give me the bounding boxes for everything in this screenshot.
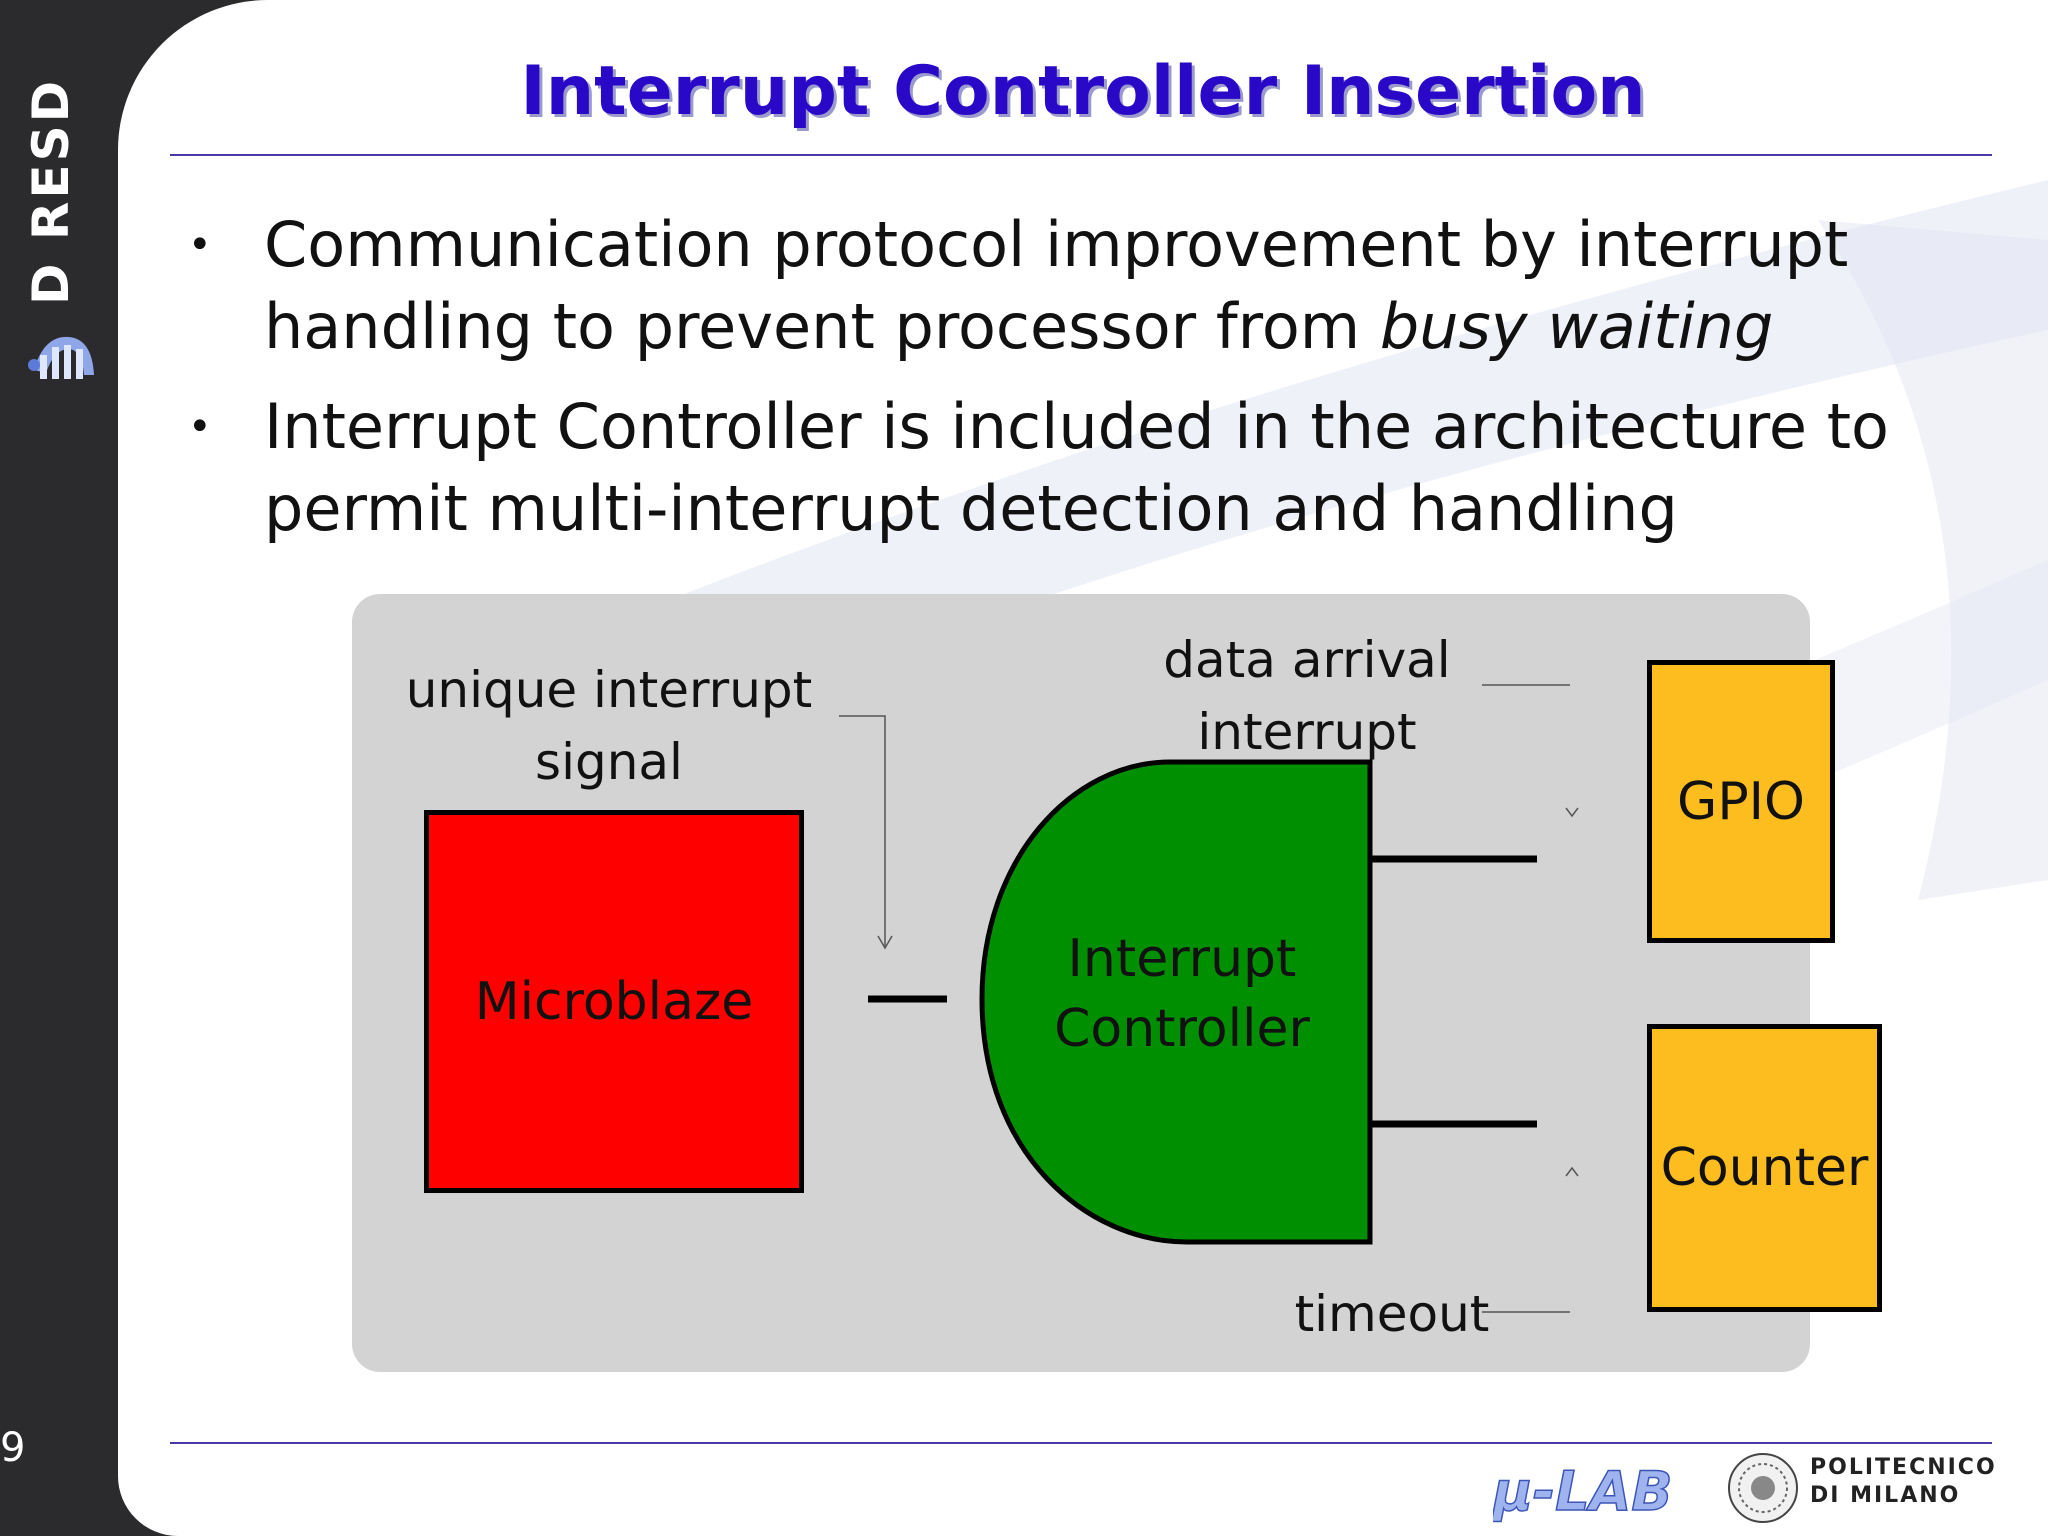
footer-divider	[170, 1442, 1992, 1444]
data-arrival-label: data arrival interrupt	[1152, 624, 1462, 768]
microblaze-block: Microblaze	[424, 810, 804, 1193]
mu-lab-logo: μ-LAB	[1493, 1459, 1673, 1524]
politecnico-name-line: DI MILANO	[1810, 1483, 1961, 1508]
gpio-block: GPIO	[1647, 660, 1835, 943]
dresd-emblem-icon	[28, 336, 94, 379]
unique-signal-label-line: unique interrupt	[405, 661, 813, 719]
bullet-text: Interrupt Controller is included in the …	[264, 390, 1889, 545]
politecnico-seal-icon	[1728, 1453, 1798, 1523]
diagram-connections	[839, 684, 1579, 1313]
counter-block: Counter	[1647, 1024, 1882, 1312]
politecnico-name-line: POLITECNICO	[1810, 1455, 1997, 1480]
signal-pointer	[839, 715, 886, 946]
bullet-dot-icon: •	[188, 222, 212, 268]
sidebar: D RESD 9	[0, 0, 120, 1536]
bullet-dot-icon: •	[188, 404, 212, 450]
interrupt-controller-shape	[979, 759, 1373, 1245]
dresd-logo-text: D RESD	[22, 77, 80, 305]
timeout-label: timeout	[1294, 1285, 1490, 1343]
bullet-item: • Interrupt Controller is included in th…	[188, 386, 2048, 550]
signal-arrow-icon	[877, 935, 893, 950]
bullet-text: Communication protocol improvement by in…	[264, 208, 1849, 363]
slide: Interrupt Controller Insertion • Communi…	[118, 0, 2048, 1536]
svg-text:μ-LAB: μ-LAB	[1493, 1460, 1673, 1523]
bullet-item: • Communication protocol improvement by …	[188, 204, 2048, 368]
title-divider	[170, 154, 1992, 156]
bullet-emphasis: busy waiting	[1379, 290, 1774, 363]
data-arrival-label-line: data arrival	[1163, 631, 1451, 689]
dresd-logo: D RESD	[14, 78, 104, 390]
page-number: 9	[0, 1425, 26, 1471]
timeout-arrow-icon	[1565, 1166, 1579, 1177]
data-arrival-label-line: interrupt	[1197, 703, 1417, 761]
slide-title: Interrupt Controller Insertion	[520, 52, 1646, 131]
data-arrival-arrow-icon	[1565, 807, 1579, 818]
unique-signal-label-line: signal	[535, 733, 683, 791]
architecture-diagram: unique interrupt signal data arrival int…	[352, 594, 1882, 1372]
unique-signal-label: unique interrupt signal	[399, 654, 819, 798]
politecnico-name: POLITECNICO DI MILANO	[1810, 1454, 1997, 1510]
